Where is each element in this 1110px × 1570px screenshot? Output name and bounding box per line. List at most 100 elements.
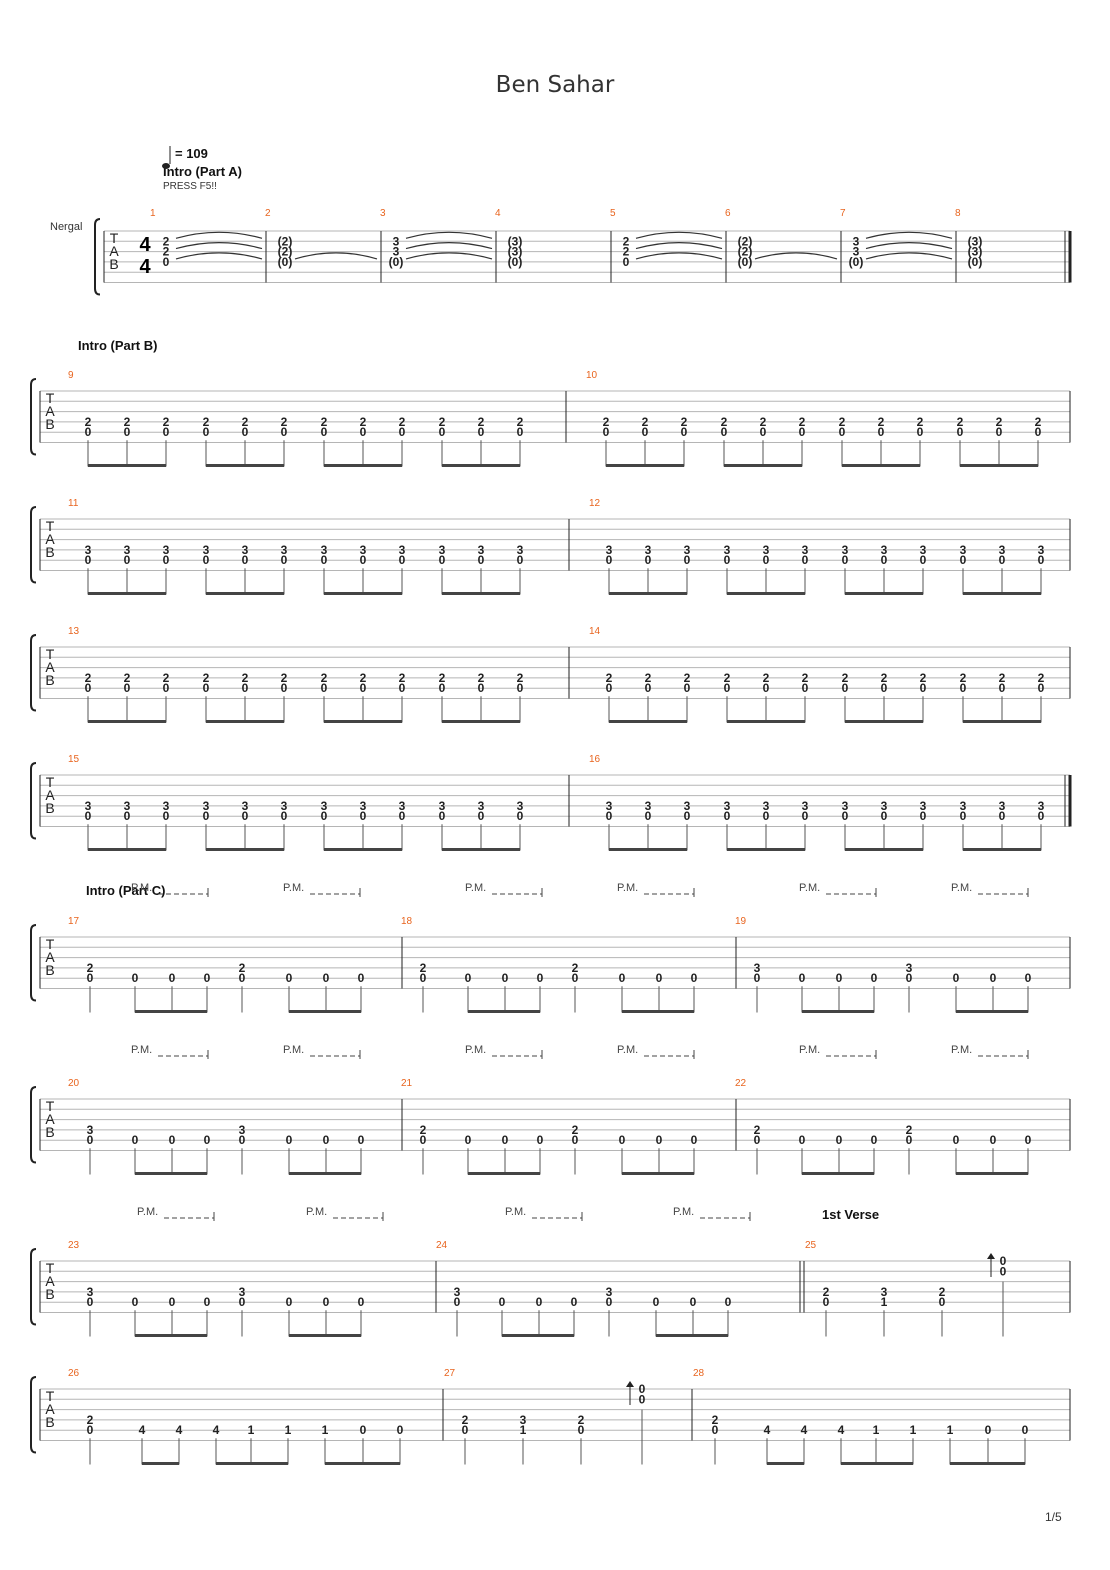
tab-clef-letter: T — [46, 1388, 55, 1404]
fret-number: 0 — [1038, 681, 1045, 695]
fret-number: 0 — [881, 809, 888, 823]
fret-number: 0 — [132, 1133, 139, 1147]
fret-number: 2 — [878, 415, 885, 429]
fret-number: 0 — [871, 1133, 878, 1147]
fret-number: 2 — [603, 415, 610, 429]
fret-number: 0 — [799, 971, 806, 985]
fret-number: 4 — [213, 1423, 220, 1437]
section-label-intro-c: Intro (Part C) — [86, 883, 166, 898]
measure-number: 24 — [436, 1240, 448, 1251]
fret-number: 0 — [87, 1295, 94, 1309]
fret-number: 0 — [763, 809, 770, 823]
fret-number: 2 — [281, 671, 288, 685]
fret-number: 0 — [953, 971, 960, 985]
fret-number: 0 — [691, 971, 698, 985]
fret-number: 0 — [286, 1133, 293, 1147]
fret-number: 2 — [606, 671, 613, 685]
fret-number: 0 — [281, 425, 288, 439]
fret-number: 2 — [578, 1413, 585, 1427]
fret-number: 3 — [754, 961, 761, 975]
tab-clef-letter: A — [45, 1273, 55, 1289]
fret-number: 0 — [420, 1133, 427, 1147]
fret-number: 3 — [85, 543, 92, 557]
fret-number: 3 — [163, 543, 170, 557]
fret-number: 3 — [724, 799, 731, 813]
measure-number: 18 — [401, 916, 413, 927]
fret-number: 0 — [842, 553, 849, 567]
fret-number: 2 — [242, 415, 249, 429]
fret-number: 0 — [996, 425, 1003, 439]
fret-number: 0 — [360, 553, 367, 567]
fret-number: 0 — [478, 425, 485, 439]
fret-number: 0 — [124, 553, 131, 567]
tempo-note-head — [162, 163, 170, 169]
palm-mute-label: P.M. — [799, 882, 820, 894]
tab-clef-letter: B — [109, 256, 118, 272]
measure-number: 8 — [955, 208, 961, 219]
fret-number: 3 — [763, 799, 770, 813]
fret-number: 3 — [239, 1285, 246, 1299]
measure-number: 11 — [68, 498, 79, 509]
fret-number: 0 — [725, 1295, 732, 1309]
time-signature-top: 4 — [139, 234, 151, 256]
fret-number: 2 — [163, 671, 170, 685]
fret-number: 0 — [823, 1295, 830, 1309]
fret-number: 0 — [169, 971, 176, 985]
fret-number: 2 — [360, 671, 367, 685]
fret-number: 3 — [520, 1413, 527, 1427]
system-bracket — [30, 1086, 37, 1164]
fret-number: (2) — [278, 234, 293, 248]
tab-clef-letter: T — [46, 390, 55, 406]
fret-number: 3 — [645, 543, 652, 557]
fret-number: 0 — [619, 971, 626, 985]
measure-number: 1 — [150, 208, 156, 219]
fret-number: 0 — [360, 1423, 367, 1437]
tab-clef-letter: T — [46, 1098, 55, 1114]
fret-number: 0 — [724, 681, 731, 695]
fret-number: 0 — [439, 553, 446, 567]
fret-number: 0 — [712, 1423, 719, 1437]
tie-arc — [405, 252, 493, 260]
fret-number: 1 — [947, 1423, 954, 1437]
fret-number: 2 — [939, 1285, 946, 1299]
fret-number: (2) — [738, 234, 753, 248]
fret-number: 0 — [1025, 971, 1032, 985]
measure-number: 5 — [610, 208, 616, 219]
tab-clef-letter: T — [46, 646, 55, 662]
tie-arc — [405, 231, 493, 239]
fret-number: 0 — [985, 1423, 992, 1437]
fret-number: 0 — [957, 425, 964, 439]
tie-arc — [175, 242, 263, 250]
system-bracket — [30, 378, 37, 456]
fret-number: 0 — [802, 809, 809, 823]
fret-number: 0 — [85, 809, 92, 823]
fret-number: 0 — [124, 809, 131, 823]
page-number: 1/5 — [1045, 1510, 1062, 1524]
fret-number: 0 — [360, 681, 367, 695]
fret-number: 2 — [478, 415, 485, 429]
fret-number: 0 — [203, 425, 210, 439]
fret-number: 0 — [203, 553, 210, 567]
fret-number: 0 — [842, 681, 849, 695]
tab-clef-letter: B — [45, 672, 54, 688]
fret-number: 0 — [321, 553, 328, 567]
fret-number: (0) — [389, 255, 404, 269]
fret-number: 2 — [163, 234, 170, 248]
fret-number: 2 — [439, 671, 446, 685]
tie-arc — [294, 252, 378, 260]
palm-mute-label: P.M. — [617, 882, 638, 894]
fret-number: 3 — [281, 799, 288, 813]
fret-number: 0 — [572, 971, 579, 985]
tab-clef-letter: T — [110, 230, 119, 246]
fret-number: 0 — [242, 681, 249, 695]
system-bracket — [30, 634, 37, 712]
fret-number: 0 — [358, 1295, 365, 1309]
palm-mute-label: P.M. — [131, 1044, 152, 1056]
fret-number: 3 — [853, 234, 860, 248]
fret-number: 2 — [478, 671, 485, 685]
fret-number: 0 — [85, 553, 92, 567]
fret-number: 4 — [176, 1423, 183, 1437]
measure-number: 28 — [693, 1368, 705, 1379]
fret-number: 0 — [462, 1423, 469, 1437]
